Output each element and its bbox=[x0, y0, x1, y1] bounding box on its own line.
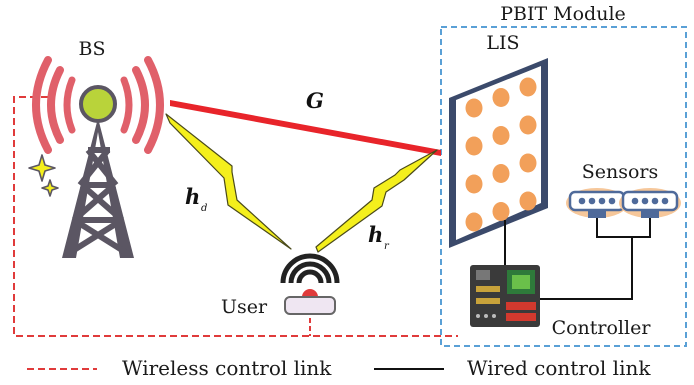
wired-control-links bbox=[504, 218, 651, 300]
circuit-board-icon bbox=[470, 265, 540, 327]
lis-element bbox=[519, 191, 537, 211]
bs-label: BS bbox=[79, 38, 106, 60]
lis-element bbox=[465, 174, 483, 194]
lis-element bbox=[492, 202, 510, 221]
hr-label: h bbox=[368, 222, 383, 247]
hr-lightning-icon bbox=[315, 149, 438, 253]
user-label: User bbox=[221, 296, 268, 318]
lis-element bbox=[492, 88, 510, 107]
lis-element bbox=[519, 115, 537, 135]
g-channel-beam bbox=[170, 100, 441, 156]
sensor-icon bbox=[566, 188, 628, 218]
g-channel-label: G bbox=[306, 88, 324, 113]
router-icon bbox=[280, 253, 340, 315]
hd-label: h bbox=[185, 184, 200, 209]
lis-element bbox=[519, 77, 537, 97]
hd-subscript: d bbox=[201, 203, 207, 214]
hd-lightning-icon bbox=[165, 113, 292, 250]
sensors-label: Sensors bbox=[582, 161, 659, 183]
pbit-module-label: PBIT Module bbox=[500, 3, 626, 25]
legend-wired-label: Wired control link bbox=[467, 356, 651, 380]
lis-element bbox=[492, 164, 510, 183]
lis-elements bbox=[465, 77, 537, 232]
pbit-module-box bbox=[440, 26, 687, 347]
lis-element bbox=[492, 126, 510, 145]
lis-element bbox=[465, 136, 483, 156]
bs-tower-icon bbox=[32, 56, 164, 258]
lis-element bbox=[465, 98, 483, 118]
sensor-icon bbox=[619, 188, 681, 218]
sparkle-icon bbox=[28, 154, 59, 197]
lis-element bbox=[519, 153, 537, 173]
lis-label: LIS bbox=[486, 32, 519, 54]
hr-subscript: r bbox=[384, 241, 390, 252]
legend-wireless-label: Wireless control link bbox=[122, 356, 332, 380]
lis-element bbox=[465, 212, 483, 232]
controller-label: Controller bbox=[552, 317, 652, 339]
wireless-control-link bbox=[13, 96, 458, 337]
